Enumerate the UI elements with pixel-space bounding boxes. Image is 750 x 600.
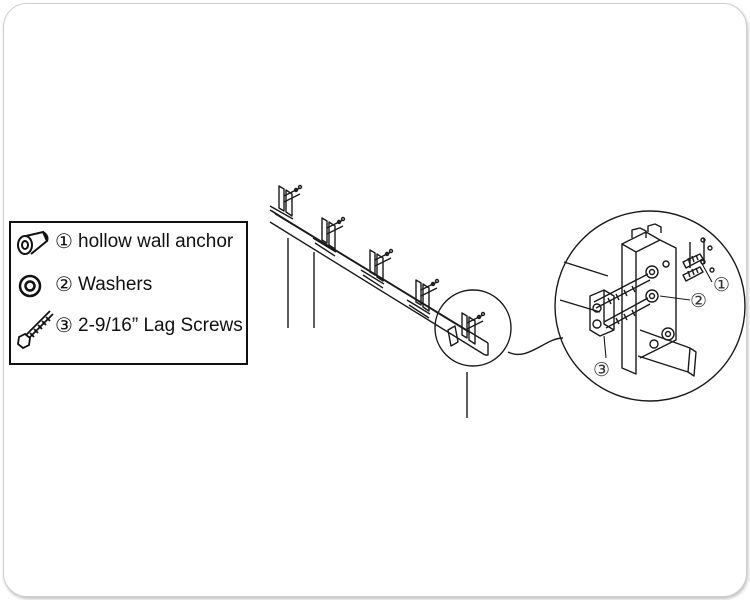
washer-icon	[18, 274, 42, 298]
header-board	[269, 209, 489, 356]
track-bracket	[269, 184, 303, 225]
callout-number-2: ②	[690, 290, 708, 312]
legend-label: Washers	[78, 274, 153, 295]
parts-legend: ① hollow wall anchor ② Washers ③ 2-9/16”…	[9, 221, 248, 365]
track-bracket	[360, 248, 394, 289]
wall-anchor-icon	[17, 230, 49, 255]
callout-leaders	[603, 259, 713, 359]
lag-screw-icon	[17, 310, 54, 350]
legend-item-anchor: ① hollow wall anchor	[11, 227, 246, 257]
enlarged-bracket	[559, 223, 715, 377]
legend-number: ③	[55, 313, 73, 337]
detail-connector-line	[507, 337, 564, 355]
callout-number-1: ①	[713, 274, 731, 296]
detail-marker-circle	[434, 289, 512, 367]
legend-label: hollow wall anchor	[78, 231, 234, 252]
legend-label: 2-9/16” Lag Screws	[78, 315, 243, 336]
callout-number-3: ③	[593, 359, 611, 381]
track-bracket	[447, 311, 486, 347]
detail-view-circle	[554, 210, 746, 402]
legend-number: ②	[55, 272, 73, 296]
legend-number: ①	[55, 229, 73, 253]
legend-item-washer: ② Washers	[11, 270, 246, 300]
track-bracket	[312, 216, 346, 257]
legend-item-lag-screw: ③ 2-9/16” Lag Screws	[11, 310, 246, 350]
door-edge-lines	[287, 238, 468, 418]
track-bracket	[406, 278, 440, 319]
